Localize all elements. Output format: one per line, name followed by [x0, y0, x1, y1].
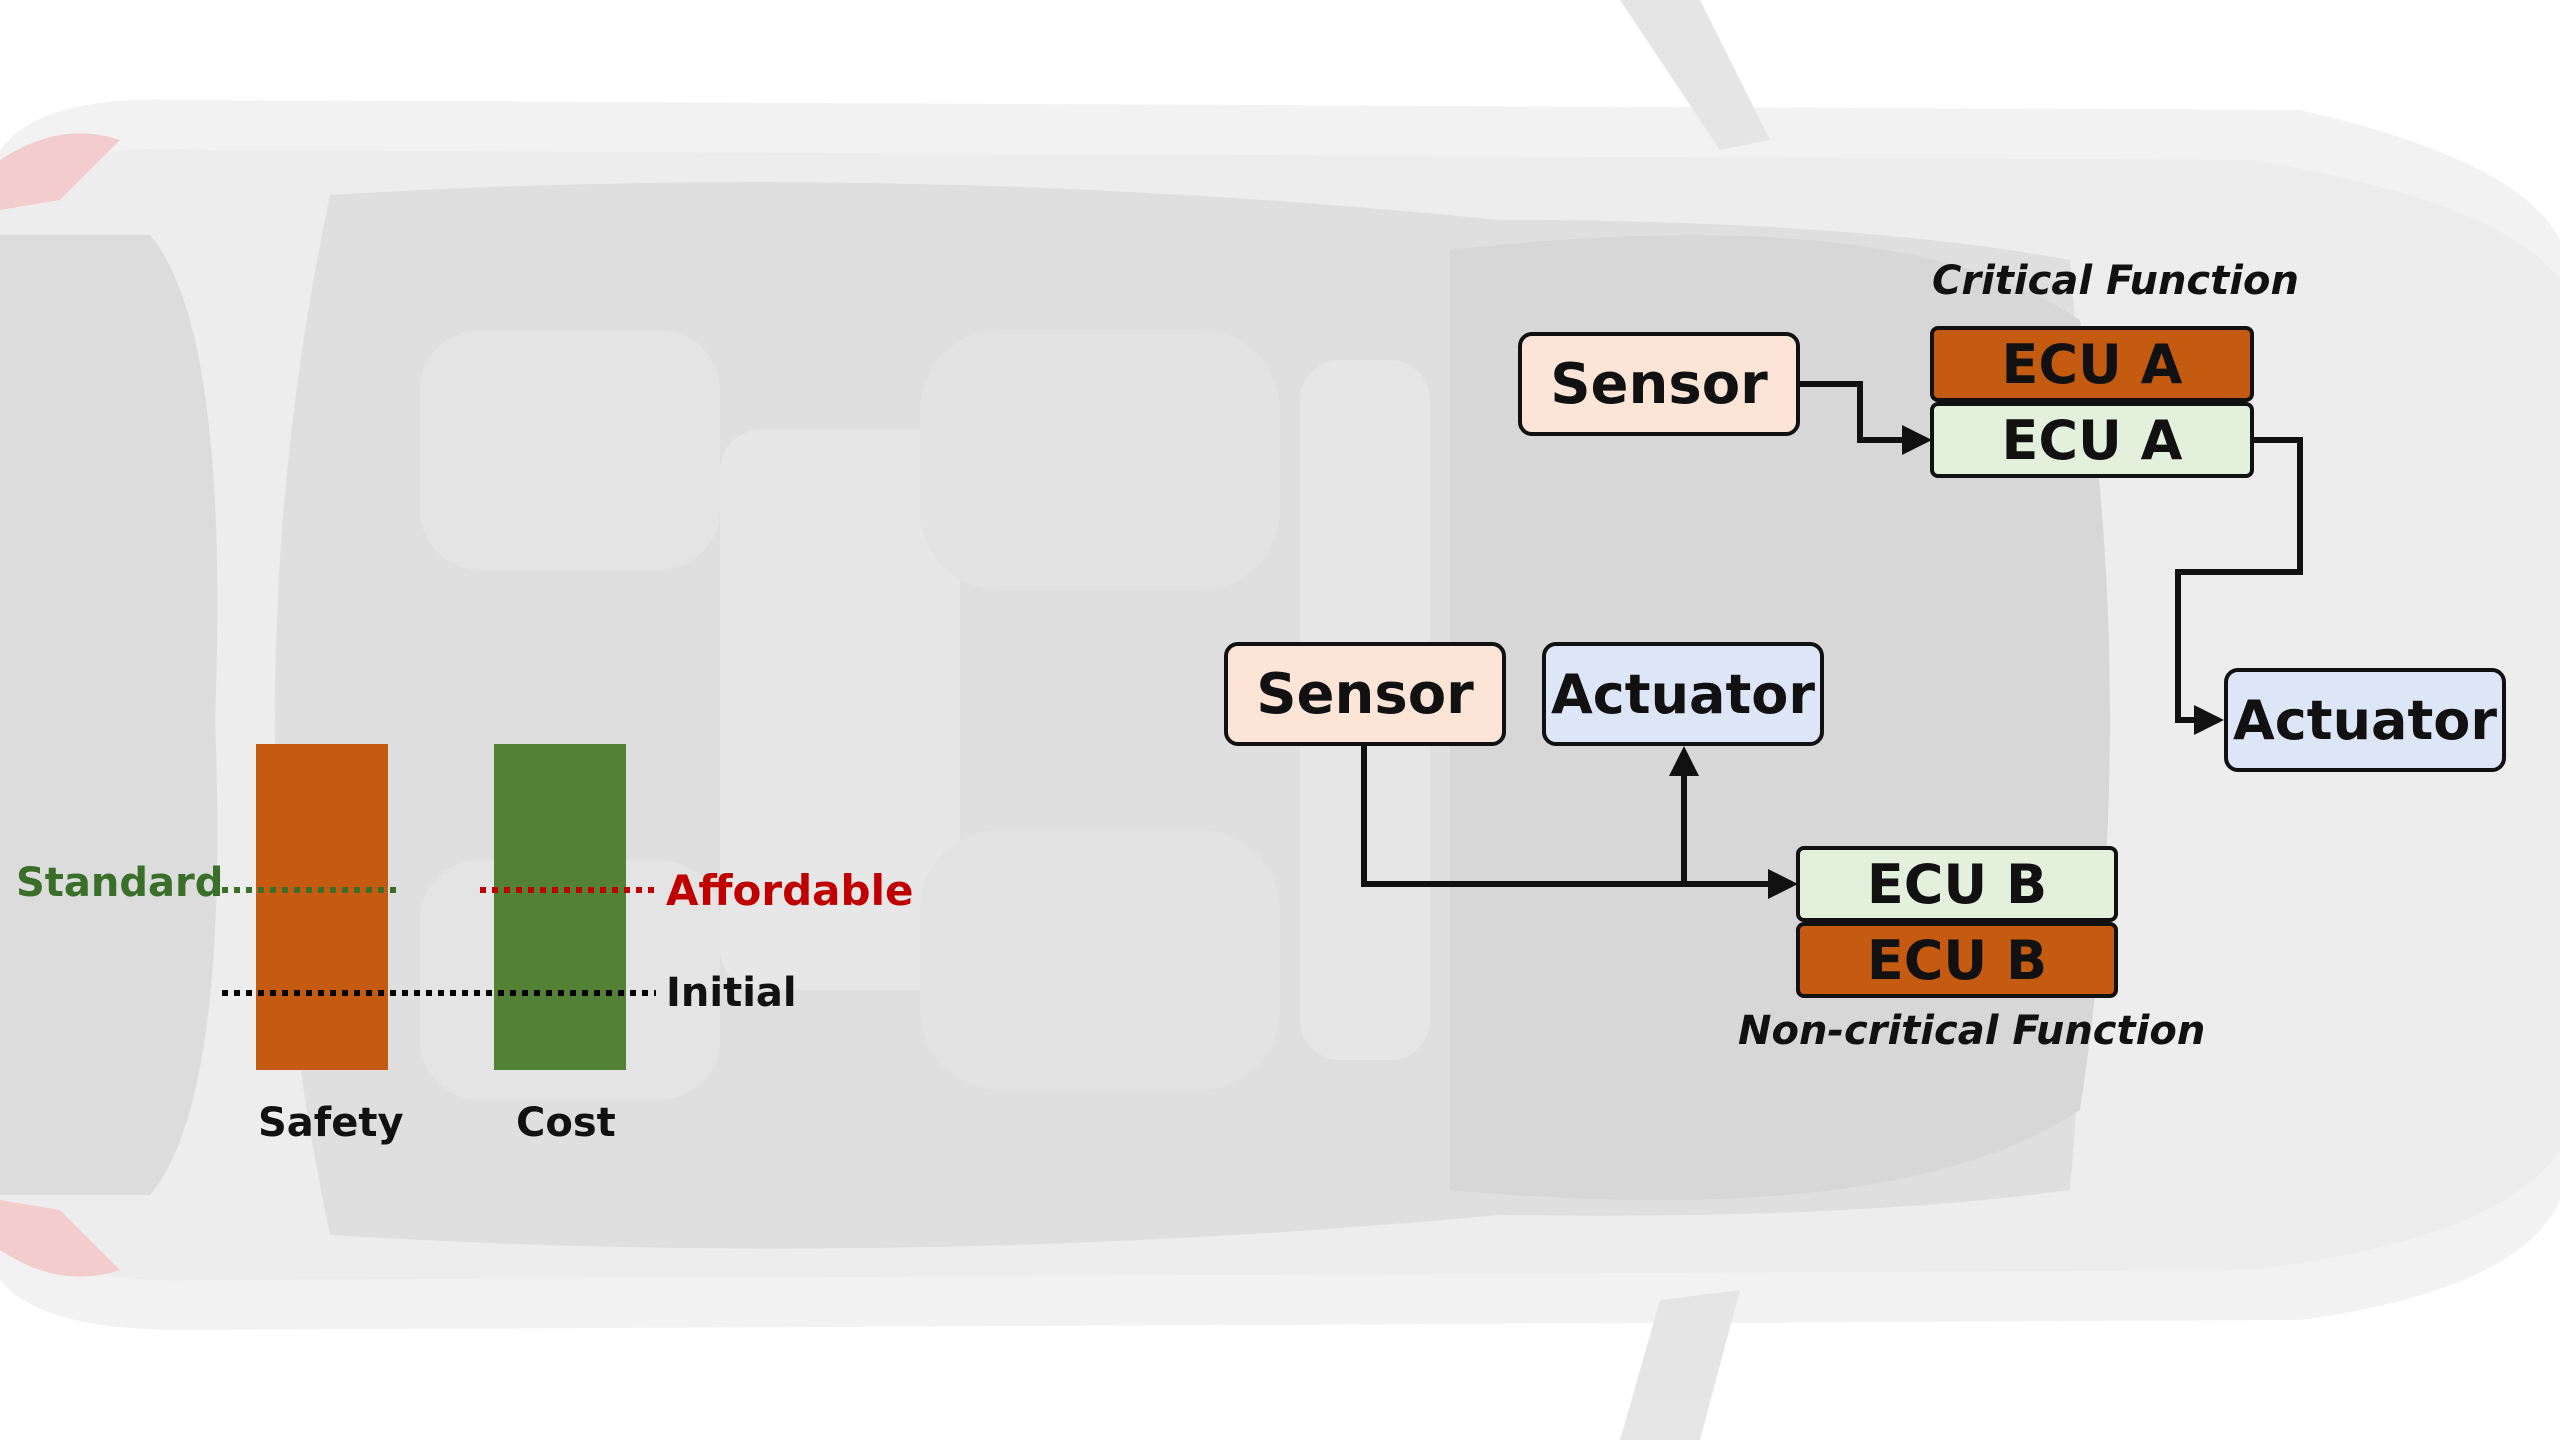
caption-critical-function: Critical Function: [1932, 258, 2299, 304]
ecu-b-bottom: ECU B: [1796, 922, 2118, 998]
ecu-a-top: ECU A: [1930, 326, 2254, 402]
ecu-b-top: ECU B: [1796, 846, 2118, 922]
arrow-sensor-to-ecu-a: [1800, 384, 1926, 440]
arrow-sensor-to-ecu-b: [1364, 744, 1792, 884]
sensor-noncritical: Sensor: [1224, 642, 1506, 746]
ecu-a-bottom: ECU A: [1930, 402, 2254, 478]
caption-noncritical-function: Non-critical Function: [1738, 1008, 2205, 1054]
sensor-critical: Sensor: [1518, 332, 1800, 436]
actuator-noncritical: Actuator: [1542, 642, 1824, 746]
actuator-critical: Actuator: [2224, 668, 2506, 772]
